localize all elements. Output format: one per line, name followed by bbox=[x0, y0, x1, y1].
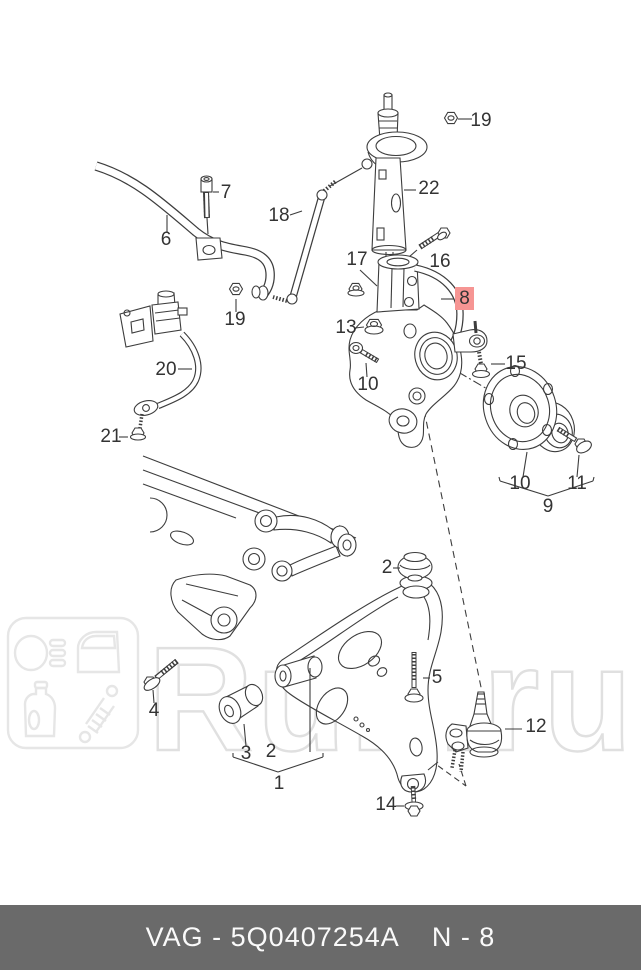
callout-11[interactable]: 11 bbox=[567, 473, 587, 494]
callout-13[interactable]: 13 bbox=[335, 317, 356, 338]
leader-lines bbox=[119, 118, 522, 807]
callout-21[interactable]: 21 bbox=[100, 426, 121, 447]
bolt-11-drawing bbox=[556, 426, 592, 454]
hub-drawing bbox=[482, 364, 575, 453]
bolt-4-drawing bbox=[143, 658, 179, 704]
callout-19-link[interactable]: 19 bbox=[224, 309, 245, 330]
watermark-logo-box bbox=[6, 616, 140, 750]
callout-10-knuckle[interactable]: 10 bbox=[357, 374, 378, 395]
nut-17-drawing bbox=[347, 282, 365, 297]
stabilizer-link-drawing bbox=[228, 167, 363, 312]
bolt-10-drawing bbox=[348, 341, 380, 364]
callout-16[interactable]: 16 bbox=[429, 251, 450, 272]
ball-joint-drawing bbox=[445, 691, 503, 773]
subframe-drawing bbox=[142, 455, 357, 641]
callout-2-group[interactable]: 2 bbox=[266, 741, 277, 762]
callout-12[interactable]: 12 bbox=[525, 716, 546, 737]
bushing-2-drawing bbox=[397, 551, 433, 582]
callout-3[interactable]: 3 bbox=[241, 743, 252, 764]
callout-labels: 19 22 7 18 6 17 16 8 19 13 10 15 20 21 1… bbox=[100, 110, 586, 815]
callout-1[interactable]: 1 bbox=[274, 773, 285, 794]
nut-19-top-drawing bbox=[443, 111, 459, 125]
stabilizer-bar-drawing bbox=[94, 161, 275, 301]
callout-18[interactable]: 18 bbox=[268, 205, 289, 226]
callout-17[interactable]: 17 bbox=[346, 249, 367, 270]
hub-group-bracket bbox=[498, 451, 595, 497]
control-arm-drawing bbox=[274, 575, 443, 793]
nut-13-drawing bbox=[364, 318, 384, 335]
callout-4[interactable]: 4 bbox=[149, 700, 160, 721]
bushing-3-drawing bbox=[218, 683, 264, 747]
level-sensor-drawing bbox=[119, 290, 202, 441]
footer-catalog-code: VAG - 5Q0407254A bbox=[145, 922, 400, 952]
callout-8-highlight bbox=[455, 287, 474, 310]
bolt-15-drawing bbox=[471, 351, 491, 379]
callout-7[interactable]: 7 bbox=[221, 182, 232, 203]
callout-2-bushing[interactable]: 2 bbox=[382, 557, 393, 578]
headlight-icon bbox=[13, 634, 67, 672]
callout-20[interactable]: 20 bbox=[155, 359, 176, 380]
car-door-icon bbox=[76, 630, 121, 674]
callout-22[interactable]: 22 bbox=[418, 178, 439, 199]
footer-page-ref: N - 8 bbox=[431, 922, 496, 952]
exploded-diagram: Ruli.ru bbox=[6, 92, 633, 817]
knuckle-drawing bbox=[348, 254, 488, 448]
bolt-7-drawing bbox=[200, 175, 213, 235]
callout-6[interactable]: 6 bbox=[161, 229, 172, 250]
oil-canister-icon bbox=[23, 680, 57, 738]
footer-bar: VAG - 5Q0407254A N - 8 bbox=[0, 905, 641, 970]
callout-15[interactable]: 15 bbox=[505, 353, 526, 374]
bolt-16-drawing bbox=[400, 227, 451, 265]
callout-14[interactable]: 14 bbox=[375, 794, 397, 815]
strut-drawing bbox=[361, 92, 428, 266]
callout-9[interactable]: 9 bbox=[543, 496, 554, 517]
callout-10-hub[interactable]: 10 bbox=[509, 473, 530, 494]
callout-8-highlighted[interactable]: 8 bbox=[459, 288, 470, 309]
callout-19-strut-top[interactable]: 19 bbox=[470, 110, 491, 131]
bolt-14-drawing bbox=[404, 785, 424, 817]
callout-5[interactable]: 5 bbox=[432, 667, 443, 688]
bolt-5-drawing bbox=[404, 652, 424, 703]
shock-absorber-icon bbox=[78, 684, 119, 744]
